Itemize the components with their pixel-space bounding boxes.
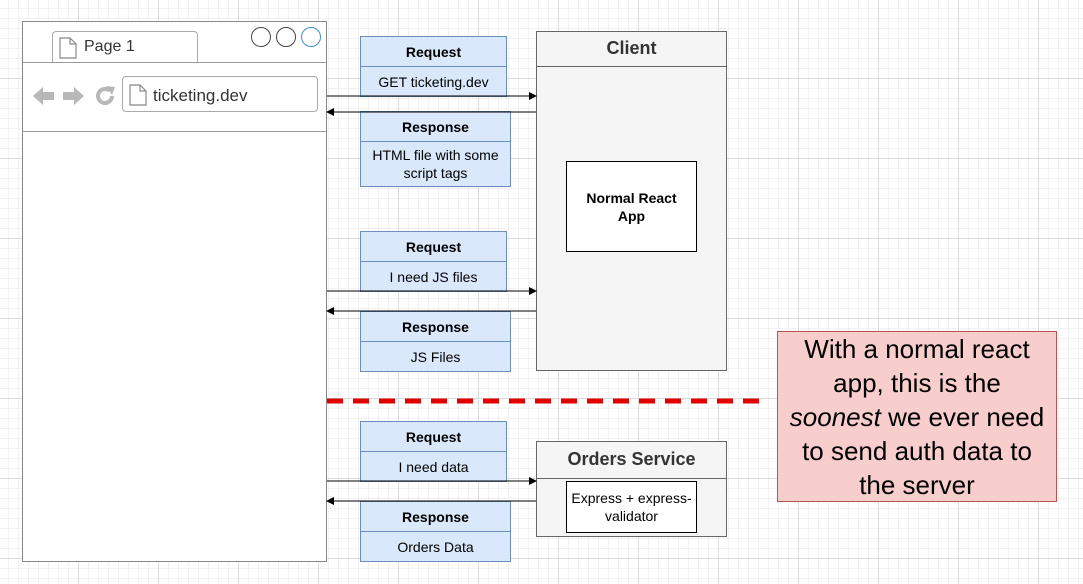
window-close-button[interactable] [251, 27, 271, 47]
note-emphasis: soonest [789, 401, 881, 432]
tab-label: Page 1 [84, 38, 135, 55]
address-bar-url: ticketing.dev [153, 86, 248, 105]
address-bar[interactable] [122, 76, 318, 112]
toolbar-divider [22, 131, 327, 132]
request-1-header: Request [360, 36, 507, 67]
response-1-body: HTML file with some script tags [360, 141, 511, 187]
auth-note: With a normal react app, this is the soo… [777, 331, 1057, 502]
request-1-body: GET ticketing.dev [360, 66, 507, 97]
normal-react-app-box: Normal React App [566, 161, 697, 252]
window-maximize-button[interactable] [301, 27, 321, 47]
back-arrow-icon[interactable] [32, 85, 56, 107]
response-2-body: JS Files [360, 341, 511, 372]
normal-react-app-label: Normal React App [586, 189, 677, 224]
document-icon [129, 84, 147, 106]
response-3-header: Response [360, 501, 511, 532]
client-title: Client [536, 31, 727, 67]
forward-arrow-icon[interactable] [61, 85, 85, 107]
request-3-body: I need data [360, 451, 507, 482]
note-text-before: With a normal react app, this is the [804, 333, 1030, 398]
page-icon [59, 37, 77, 59]
reload-icon[interactable] [93, 84, 117, 108]
express-label: Express + express-validator [571, 490, 692, 524]
response-1-header: Response [360, 111, 511, 142]
request-3-header: Request [360, 421, 507, 452]
orders-service-title: Orders Service [536, 441, 727, 479]
request-2-body: I need JS files [360, 261, 507, 292]
response-2-header: Response [360, 311, 511, 342]
note-text-after: we ever need to send auth data to the se… [802, 401, 1045, 500]
express-box: Express + express-validator [566, 481, 697, 533]
window-minimize-button[interactable] [276, 27, 296, 47]
response-3-body: Orders Data [360, 531, 511, 562]
tab-divider [22, 62, 327, 63]
